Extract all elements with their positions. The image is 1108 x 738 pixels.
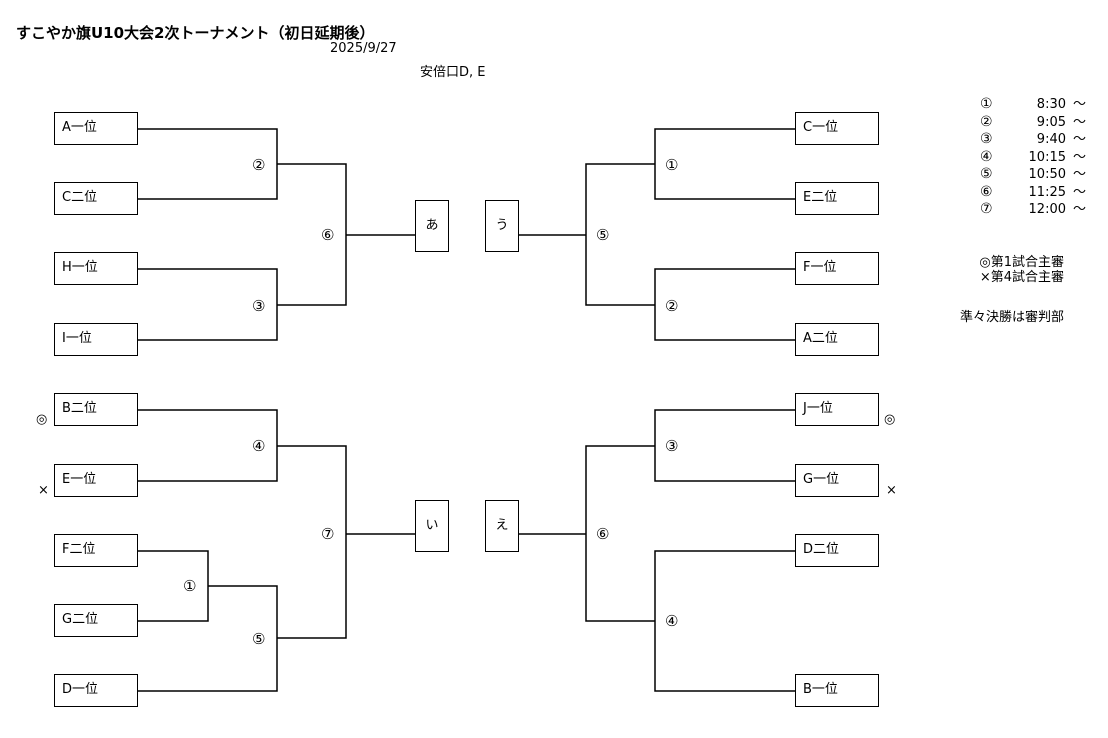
- team-box-r3: F一位: [795, 252, 879, 285]
- team-box-l2: C二位: [54, 182, 138, 215]
- team-box-r6: G一位: [795, 464, 879, 497]
- match-number: ②: [665, 297, 679, 315]
- match-number: ⑥: [321, 226, 335, 244]
- match-number: ①: [665, 156, 679, 174]
- match-number: ①: [183, 577, 197, 595]
- team-box-r4: A二位: [795, 323, 879, 356]
- team-box-r8: B一位: [795, 674, 879, 707]
- team-box-l1: A一位: [54, 112, 138, 145]
- final-box-e: え: [485, 500, 519, 552]
- match-number: ④: [665, 612, 679, 630]
- match-number: ④: [252, 437, 266, 455]
- match-number: ③: [252, 297, 266, 315]
- bracket-line: [277, 163, 347, 306]
- team-box-r2: E二位: [795, 182, 879, 215]
- match-number: ⑥: [596, 525, 610, 543]
- match-number: ③: [665, 437, 679, 455]
- referee-mark-first: ◎: [884, 412, 896, 427]
- venue: 安倍口D, E: [420, 65, 486, 80]
- team-box-l5: B二位: [54, 393, 138, 426]
- bracket-line: [277, 445, 347, 639]
- team-box-r1: C一位: [795, 112, 879, 145]
- note-line: ◎第1試合主審: [979, 255, 1064, 270]
- referee-notes: ◎第1試合主審 ×第4試合主審: [950, 255, 1064, 285]
- team-box-l9: D一位: [54, 674, 138, 707]
- final-box-u: う: [485, 200, 519, 252]
- referee-mark-fourth: ×: [38, 483, 49, 498]
- quarterfinal-note: 準々決勝は審判部: [959, 310, 1064, 325]
- team-box-l8: G二位: [54, 604, 138, 637]
- match-number: ⑤: [252, 630, 266, 648]
- match-number: ⑤: [596, 226, 610, 244]
- note-line: ×第4試合主審: [979, 270, 1064, 285]
- team-box-r5: J一位: [795, 393, 879, 426]
- match-number: ②: [252, 156, 266, 174]
- team-box-l7: F二位: [54, 534, 138, 567]
- team-box-l3: H一位: [54, 252, 138, 285]
- match-number: ⑦: [321, 525, 335, 543]
- team-box-l4: I一位: [54, 323, 138, 356]
- final-box-a: あ: [415, 200, 449, 252]
- bracket-line: [138, 550, 209, 622]
- final-box-i: い: [415, 500, 449, 552]
- page-title: すこやか旗U10大会2次トーナメント（初日延期後）: [16, 24, 375, 42]
- team-box-l6: E一位: [54, 464, 138, 497]
- referee-mark-fourth: ×: [886, 483, 897, 498]
- event-date: 2025/9/27: [330, 41, 397, 56]
- referee-mark-first: ◎: [36, 412, 48, 427]
- team-box-r7: D二位: [795, 534, 879, 567]
